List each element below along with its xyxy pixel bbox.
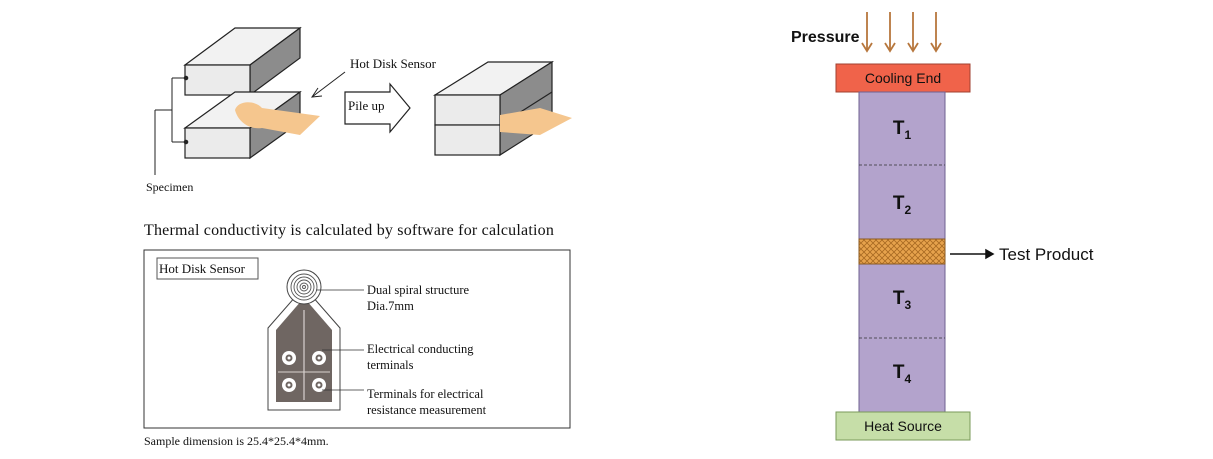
hot-disk-sensor-label: Hot Disk Sensor: [350, 56, 436, 71]
column-dividers: [859, 164, 945, 339]
upper-specimen-block: [183, 26, 302, 97]
pile-up-arrow: [344, 82, 411, 134]
electrical-terminals-label-line2: terminals: [367, 358, 414, 372]
sensor-illustration: [267, 269, 341, 411]
sensor-box-title: Hot Disk Sensor: [159, 261, 245, 276]
specimen-label: Specimen: [146, 180, 194, 194]
sample-dimension-text: Sample dimension is 25.4*25.4*4mm.: [144, 434, 329, 448]
stacked-specimen: [432, 60, 572, 157]
temperature-t3: T3: [892, 288, 912, 312]
pressure-label: Pressure: [791, 29, 860, 46]
test-product-pointer: [950, 248, 995, 260]
sensor-box-title-frame: [156, 257, 259, 280]
diameter-label: Dia.7mm: [367, 299, 414, 313]
cooling-end-label: Cooling End: [864, 70, 942, 86]
dual-spiral-label: Dual spiral structure: [367, 283, 470, 297]
sensor-detail-box: [143, 249, 571, 429]
resistance-terminals-label-line2: resistance measurement: [367, 403, 487, 417]
temperature-t4: T4: [892, 362, 912, 386]
heat-source-label: Heat Source: [864, 418, 942, 434]
pile-up-label: Pile up: [348, 98, 385, 113]
test-product-label: Test Product: [999, 245, 1094, 264]
temperature-t1: T1: [892, 118, 912, 142]
specimen-bracket: [154, 75, 189, 175]
sensor-film-top: [235, 102, 320, 135]
sensor-leader-lines: [316, 289, 364, 391]
electrical-terminals-label: Electrical conducting: [367, 342, 474, 356]
hot-disk-diagram: [143, 26, 572, 429]
temperature-t2: T2: [892, 193, 912, 217]
test-product-layer: [858, 238, 946, 265]
thermal-conductivity-text: Thermal conductivity is calculated by so…: [144, 222, 555, 239]
sensor-pointer-arrow: [310, 71, 346, 98]
resistance-terminals-label: Terminals for electrical: [367, 387, 484, 401]
cooling-end-block: [835, 63, 971, 93]
heat-source-block: [835, 411, 971, 441]
pressure-arrows: [861, 12, 942, 53]
test-column-diagram: [835, 12, 995, 441]
